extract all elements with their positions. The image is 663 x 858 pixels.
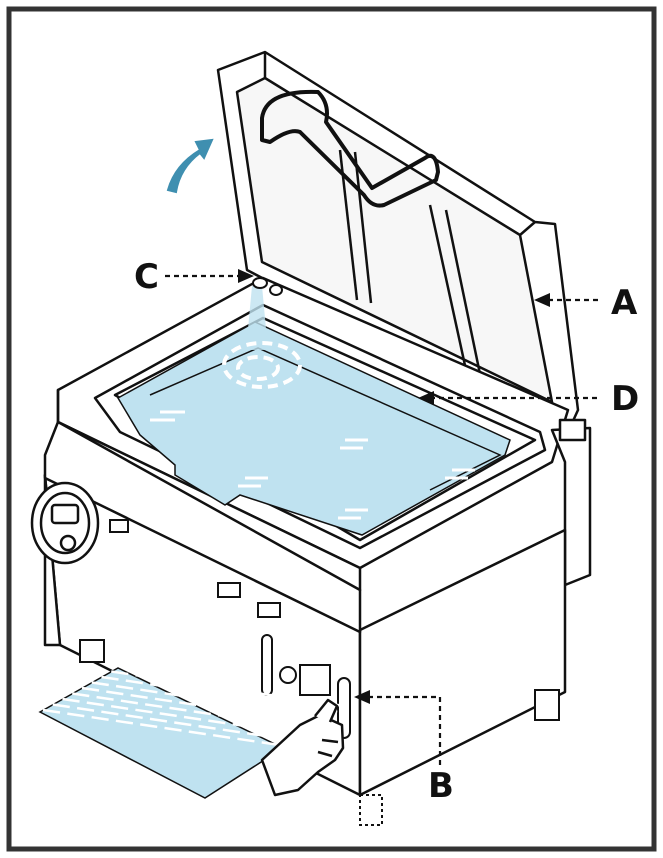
grate-slot (159, 712, 177, 718)
grate-slot (183, 681, 202, 687)
curved-arrow-icon (166, 138, 214, 194)
grate-slot (154, 697, 173, 703)
grate-slot (242, 717, 260, 723)
grate-slot (266, 721, 284, 727)
grate-slot (101, 710, 119, 716)
grate-slot (111, 670, 129, 676)
grate-slot (261, 741, 279, 747)
grate-slot (135, 673, 153, 679)
grate-slot (67, 712, 85, 718)
grate-slot (246, 732, 265, 738)
grate-slot (198, 724, 216, 730)
grate-slot (72, 692, 90, 698)
grate-slot (188, 695, 207, 701)
grate-slot (256, 691, 275, 697)
grate-slot (115, 719, 134, 725)
grate-slot (91, 681, 109, 687)
grate-slot (227, 708, 245, 714)
grate-slot (208, 684, 226, 690)
grate-slot (101, 675, 119, 681)
grate-slot (125, 714, 143, 720)
grate-slot (183, 715, 202, 721)
grate-slot (217, 713, 236, 719)
open-lid (216, 50, 580, 434)
water-tap (252, 277, 283, 296)
grate-slot (135, 708, 153, 714)
floor-grate (38, 667, 348, 799)
grate-slot (237, 737, 255, 743)
grate-slot (81, 686, 100, 692)
grate-slot (247, 697, 265, 703)
water-swirl (222, 341, 302, 389)
grate-slot (96, 695, 114, 701)
grate-slot (140, 723, 158, 729)
grate-slot (179, 701, 197, 707)
grate-slot (222, 728, 241, 734)
grate-slot (198, 690, 216, 696)
grate-slot (261, 706, 280, 712)
label-c: C (134, 257, 159, 297)
grate-slot (52, 703, 70, 709)
grate-slot (203, 704, 221, 710)
control-wheel (30, 481, 100, 565)
grate-slot (164, 692, 182, 698)
grate-slot (159, 677, 178, 683)
callout-arrowheads (238, 269, 550, 704)
grate-slot (208, 719, 226, 725)
lid-handle (260, 89, 440, 208)
callout-leaders (165, 274, 600, 768)
grate-slot (222, 693, 241, 699)
grate-slot (276, 715, 294, 721)
grate-slot (213, 699, 231, 705)
drain-valve (261, 634, 351, 739)
water-stream (246, 286, 268, 350)
grate-slot (149, 682, 168, 688)
grate-slot (76, 706, 95, 712)
grate-slot (110, 704, 129, 710)
grate-slot (305, 699, 323, 705)
hand-icon (260, 698, 345, 797)
label-d: D (611, 379, 639, 419)
grate-slot (42, 708, 61, 714)
grate-slot (115, 684, 134, 690)
grate-slot (91, 715, 109, 721)
grate-slot (130, 693, 148, 699)
pan-feet (79, 639, 560, 826)
grate-slot (140, 688, 158, 694)
grate-slot (295, 704, 314, 710)
grate-slot (120, 699, 139, 705)
water-ripples (150, 410, 475, 520)
grate-slot (256, 726, 275, 732)
grate-slot (174, 721, 192, 727)
grate-slot (232, 722, 250, 728)
label-b: B (428, 766, 454, 806)
grate-slot (62, 697, 80, 703)
grate-slot (149, 717, 168, 723)
cabinet-switches (109, 519, 281, 618)
grate-slot (232, 688, 250, 694)
grate-slot (144, 703, 163, 709)
grate-slot (174, 686, 192, 692)
grate-slot (251, 711, 270, 717)
grate-slot (285, 710, 304, 716)
grate-slot (164, 726, 182, 732)
grate-slot (281, 695, 299, 701)
grate-slot (169, 706, 187, 712)
grate-slot (86, 701, 104, 707)
label-a: A (611, 283, 638, 323)
pan-bottom-edge (149, 347, 502, 491)
grate-slot (237, 702, 255, 708)
grate-slot (125, 679, 143, 685)
grate-slot (188, 730, 206, 736)
grate-slot (212, 733, 231, 739)
grate-slot (106, 690, 124, 696)
grate-slot (193, 710, 211, 716)
grate-slot (271, 700, 289, 706)
